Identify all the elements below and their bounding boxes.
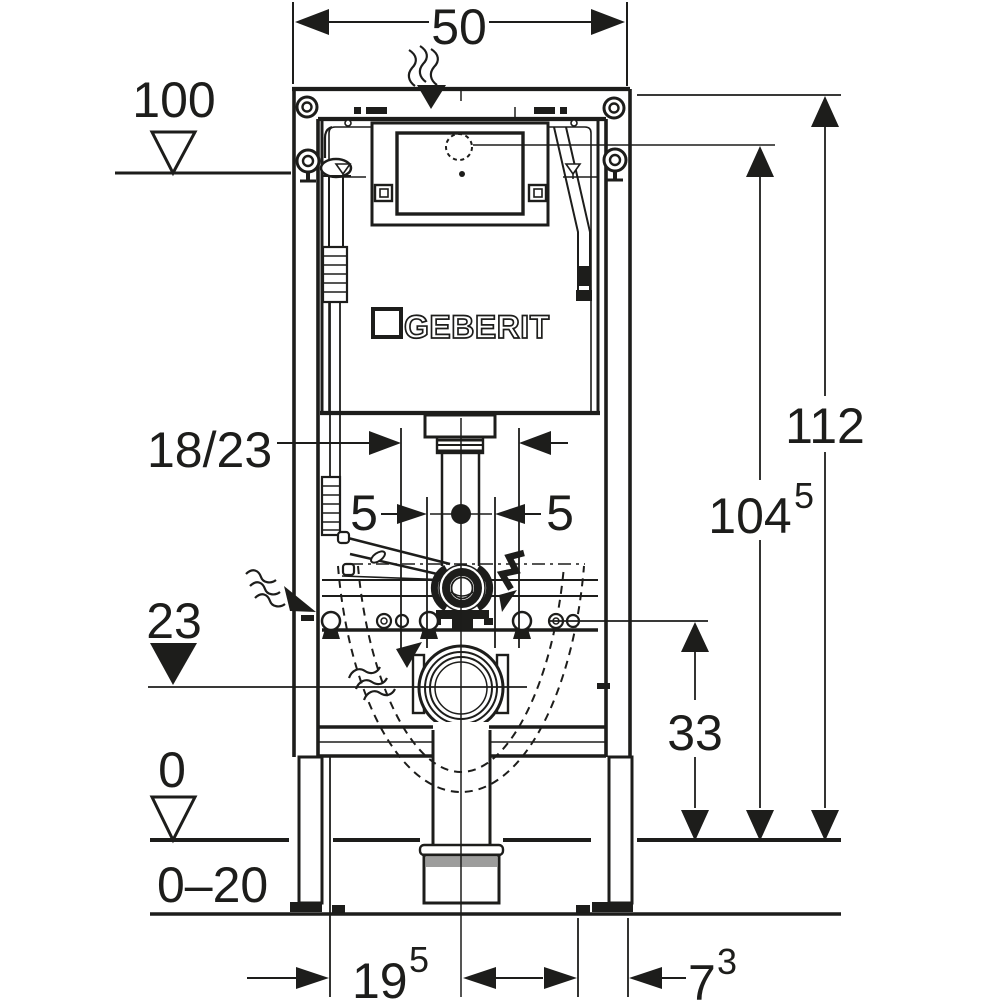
flush-pipe <box>423 413 497 566</box>
level-triangle-open-icon <box>149 795 198 844</box>
top-clip-icon <box>560 107 567 114</box>
vapor-arrow-top-icon <box>407 45 446 109</box>
outlet-bend-fitting <box>430 564 494 630</box>
dim-level-100-value: 100 <box>132 72 215 128</box>
dimension-top-width: 50 <box>292 0 628 86</box>
frame-legs <box>290 755 634 913</box>
dimension-outlet-front-offset: 19 5 <box>247 757 543 1000</box>
mounting-frame <box>292 86 632 758</box>
brand-logo-square-icon <box>371 307 403 339</box>
dim-actuation-height-sup: 5 <box>794 475 814 516</box>
dim-rear-gap-sup: 3 <box>717 941 737 982</box>
dimension-total-height: 112 <box>637 94 865 841</box>
lightning-icon <box>496 549 525 612</box>
supply-connection-point <box>451 504 471 524</box>
dim-outlet-height-value: 33 <box>667 705 723 761</box>
dimension-outlet-height: 33 <box>550 620 723 841</box>
dim-rear-gap-value: 7 <box>688 955 716 1000</box>
top-clip-icon <box>354 107 361 114</box>
flush-button-dashed-circle <box>445 133 473 161</box>
dimension-rear-gap: 7 3 <box>544 918 737 1000</box>
dim-supply-right-value: 5 <box>546 485 574 541</box>
service-opening <box>370 121 550 227</box>
dim-floor-buildup-value: 0–20 <box>157 857 268 913</box>
fill-valve-assembly <box>319 125 353 537</box>
brand-logo: GEBERIT <box>371 307 550 346</box>
dim-supply-left-value: 5 <box>350 485 378 541</box>
wall-anchor-screws <box>295 95 628 183</box>
level-mark-0: 0 <box>149 742 198 844</box>
vapor-arrow-inner-icon <box>347 642 422 701</box>
dim-inlet-depth-value: 18/23 <box>147 422 272 478</box>
dimension-inlet-depth: 18/23 <box>147 422 568 648</box>
level-mark-23: 23 <box>146 593 527 688</box>
dim-outlet-front-offset-value: 19 <box>352 953 408 1000</box>
dim-level-23-value: 23 <box>146 593 202 649</box>
dim-top-width-value: 50 <box>431 0 487 55</box>
dim-total-height-value: 112 <box>785 398 865 454</box>
brand-logo-text: GEBERIT <box>404 309 550 345</box>
dimension-supply-offsets: 5 5 <box>350 485 574 648</box>
dimension-actuation-height: 104 5 <box>473 144 814 841</box>
level-triangle-open-icon <box>149 130 198 177</box>
fixing-bolt-row <box>301 610 610 689</box>
level-triangle-filled-icon <box>150 643 197 685</box>
top-clip-icon <box>534 107 555 114</box>
level-mark-100: 100 <box>115 72 291 177</box>
dim-level-0-value: 0 <box>158 742 186 798</box>
floor-lines <box>150 838 841 916</box>
water-level-marks <box>332 163 597 179</box>
dim-actuation-height-value: 104 <box>708 488 791 544</box>
vapor-arrow-left-icon <box>245 569 316 612</box>
flush-valve-tower <box>553 126 592 301</box>
dim-outlet-front-offset-sup: 5 <box>409 939 429 980</box>
top-clip-icon <box>366 107 387 114</box>
